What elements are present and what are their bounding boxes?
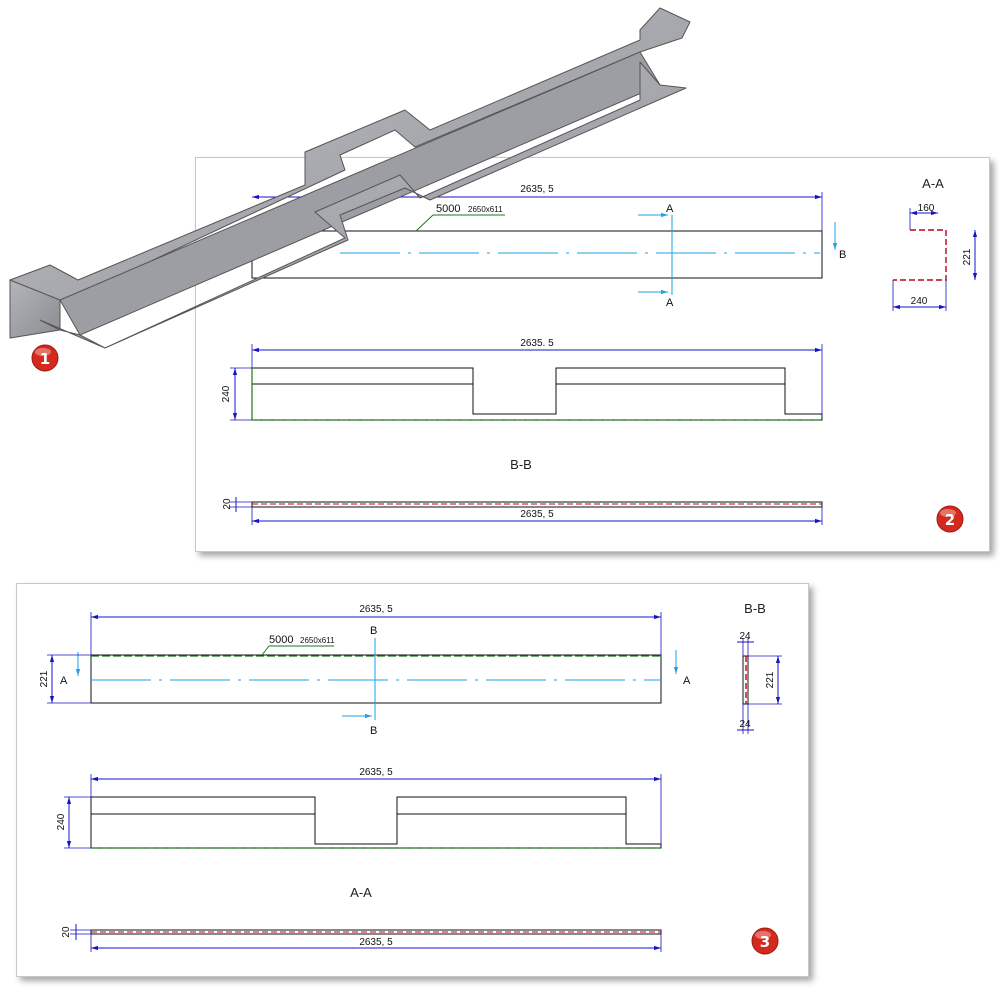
badge-3: 3 xyxy=(751,927,779,955)
cut-label-a-bottom: A xyxy=(666,297,674,309)
top-flange xyxy=(9,7,691,319)
drawing-2-front-view: 2635. 5 240 xyxy=(221,338,823,421)
dim-length-mid: 2635, 5 xyxy=(359,767,393,778)
section-aa-title: A-A xyxy=(922,176,944,191)
drawing-3-front-view: 2635, 5 240 xyxy=(56,767,662,849)
drawing-3-section-aa: A-A 2635, 5 20 xyxy=(61,885,662,952)
badge-2: 2 xyxy=(936,505,964,533)
svg-text:3: 3 xyxy=(760,933,770,951)
sec-dim-top: 24 xyxy=(739,631,751,642)
svg-text:2: 2 xyxy=(945,511,955,529)
cut-label-b: B xyxy=(839,249,846,261)
weld-size: 2650x611 xyxy=(468,205,503,214)
drawing-3-top-view: 2635, 5 5000 2650x611 B B A A 221 xyxy=(39,604,691,737)
dim-height-mid: 240 xyxy=(56,813,67,830)
dim-length-top: 2635, 5 xyxy=(359,604,393,615)
cut-label-b-bottom: B xyxy=(370,725,377,737)
dim-length-top: 2635, 5 xyxy=(520,184,554,195)
dim-length-bottom: 2635, 5 xyxy=(359,937,393,948)
sec-dim-bottom: 240 xyxy=(911,296,928,307)
drawing-3-section-bb: B-B 24 221 24 xyxy=(737,601,782,734)
cut-label-a-right: A xyxy=(683,675,691,687)
cut-label-b-top: B xyxy=(370,625,377,637)
section-bb-title: B-B xyxy=(744,601,766,616)
section-bb-title: B-B xyxy=(510,457,532,472)
dim-length-mid: 2635. 5 xyxy=(520,338,554,349)
dim-thickness: 20 xyxy=(222,498,233,510)
bottom-flange xyxy=(39,61,687,349)
weld-number: 5000 xyxy=(269,634,293,646)
cut-label-a-left: A xyxy=(60,675,68,687)
sec-dim-height: 221 xyxy=(765,671,776,688)
cut-label-a-top: A xyxy=(666,203,674,215)
badge-1: 1 xyxy=(31,344,59,372)
svg-text:1: 1 xyxy=(40,350,50,368)
dim-thickness: 20 xyxy=(61,926,72,938)
weld-size: 2650x611 xyxy=(300,636,335,645)
dim-height-top: 221 xyxy=(39,670,50,687)
drawing-2-section-bb: B-B 2635, 5 20 xyxy=(222,457,823,525)
sec-dim-bottom: 24 xyxy=(739,719,751,730)
dim-height-mid: 240 xyxy=(221,385,232,402)
drawing-2-section-aa: A-A 160 221 240 xyxy=(892,176,978,311)
section-aa-title: A-A xyxy=(350,885,372,900)
dim-length-bottom: 2635, 5 xyxy=(520,509,554,520)
sec-dim-top: 160 xyxy=(918,203,935,214)
sec-dim-height: 221 xyxy=(962,248,973,265)
weld-number: 5000 xyxy=(436,203,460,215)
